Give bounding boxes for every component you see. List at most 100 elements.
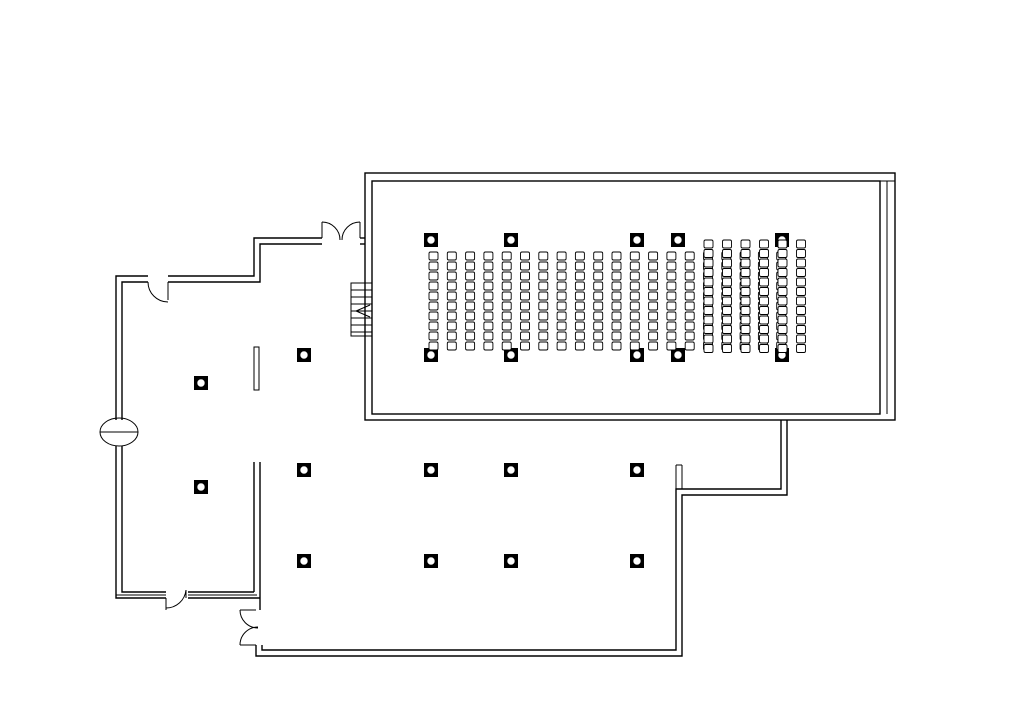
seat [501,251,512,261]
seat [740,296,751,306]
seat [666,281,677,291]
seat [796,296,806,306]
seat [703,344,714,353]
column [424,348,438,362]
seat [740,334,751,344]
seat [796,334,806,344]
column [297,348,311,362]
seat [465,331,476,341]
seat [777,334,788,344]
seat [501,311,512,321]
seat [538,341,549,351]
seat [684,311,695,321]
seat [556,271,567,281]
seat [629,301,640,311]
seat [759,268,769,277]
seat [593,321,604,331]
seat [648,301,659,311]
seat [777,287,788,296]
column [424,463,438,477]
seat [483,301,494,311]
column [504,233,518,247]
column [671,233,685,247]
seat [465,291,476,301]
seat [520,261,530,271]
seat [593,261,604,271]
seat [428,281,439,291]
seat [666,301,677,311]
seat [538,281,549,291]
column [297,463,311,477]
seat [722,268,732,277]
seat [428,271,439,281]
door-left [99,417,139,447]
seat [777,344,788,353]
seat [465,281,476,291]
seat [796,325,806,334]
seat [556,341,567,351]
seat [611,251,622,261]
seat [777,239,788,249]
seat [777,268,788,277]
seat [759,334,769,344]
seat [629,281,640,291]
seat [501,341,512,351]
seat [556,291,567,301]
seat [611,311,622,321]
seat [629,311,640,321]
seat [446,321,457,331]
seat [446,341,457,351]
seat [759,277,769,287]
seat [611,341,622,351]
seat [648,261,659,271]
seat [629,341,640,351]
door-top-double [321,221,361,241]
seat [648,321,659,331]
seat [666,341,677,351]
door-upper-left [147,281,169,303]
seat [740,315,751,325]
column [424,554,438,568]
column [297,554,311,568]
seat [703,277,714,287]
seat [593,341,604,351]
seat [501,271,512,281]
seat [483,341,494,351]
seat [703,239,714,249]
column [504,463,518,477]
door-bottom-left [165,589,187,610]
seat [703,249,714,258]
seat [796,239,806,249]
seat [703,334,714,344]
door-bottom-double [239,609,259,646]
seat [740,239,751,249]
column [630,233,644,247]
seat [501,321,512,331]
seat [722,344,732,353]
column [630,348,644,362]
seat [538,311,549,321]
seat [796,268,806,277]
seat [520,321,530,331]
seat [556,281,567,291]
seat [538,301,549,311]
seat [759,344,769,353]
seat [666,291,677,301]
seat [428,331,439,341]
seat [684,271,695,281]
seat [538,291,549,301]
seat [648,331,659,341]
seat [796,287,806,296]
seat [666,331,677,341]
seat [740,287,751,296]
seat [593,311,604,321]
seat [759,249,769,258]
seat [446,301,457,311]
seat [796,249,806,258]
column [630,463,644,477]
seat [722,296,732,306]
column [424,233,438,247]
seat [446,311,457,321]
seat [446,291,457,301]
seat [611,321,622,331]
